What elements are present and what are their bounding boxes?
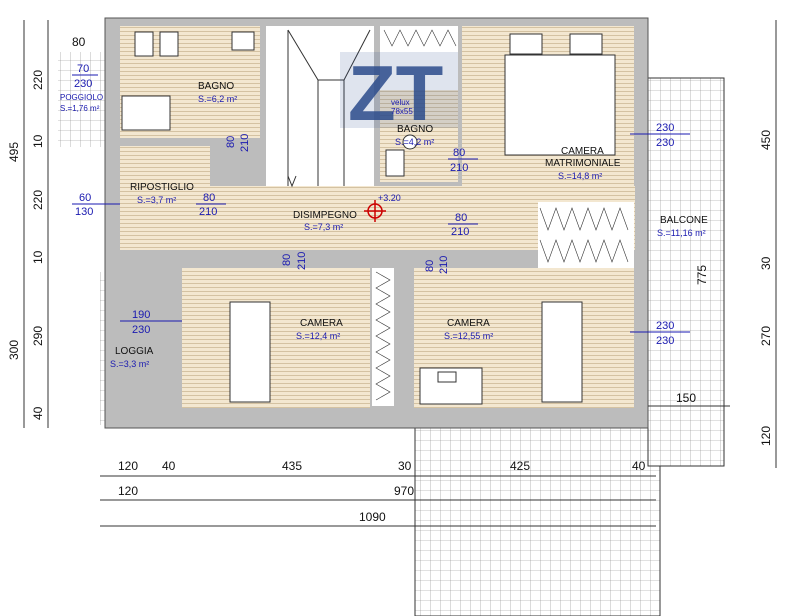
brand-logo-text: ZT [348,49,443,137]
room-camera-right-name: CAMERA [447,318,490,329]
opening-bagno2-w: 80 [453,147,465,159]
room-bagno-name: BAGNO [198,81,234,92]
opening-60-130-h: 130 [75,206,93,218]
dim-left-220a: 220 [31,70,45,90]
room-camera-left-name: CAMERA [300,318,343,329]
opening-cam-l-w: 80 [281,254,293,266]
dim-bottom-30: 30 [398,459,412,473]
dim-right-775: 775 [695,265,709,285]
terrace-tiles [415,422,660,616]
opening-190-230-h: 230 [132,324,150,336]
dim-left-10a: 10 [31,134,45,148]
dim-left-290: 290 [31,326,45,346]
room-matrimoniale-area: S.=14,8 m² [558,171,602,181]
poggiolo-tiles [58,52,110,147]
wardrobe-hatch [375,29,629,401]
dim-right-450: 450 [759,130,773,150]
dim-bottom-40a: 40 [162,459,176,473]
room-disimpegno-name: DISIMPEGNO [293,210,357,221]
room-ripostiglio-name: RIPOSTIGLIO [130,182,194,193]
opening-dis-h: 210 [451,226,469,238]
room-bagno2-name: BAGNO [397,124,433,135]
opening-bagno2-h: 210 [450,162,468,174]
opening-labels: 70 230 80 210 80 210 230 230 60 130 80 2… [72,63,690,347]
wardrobe-left [372,268,394,406]
level-marker-text: +3.20 [378,193,401,203]
level-marker: +3.20 [364,193,401,222]
opening-cam-r-h: 210 [438,256,450,274]
dim-left-10b: 10 [31,250,45,264]
dim-left-220b: 220 [31,190,45,210]
velux-name: velux [391,98,410,107]
dim-bottom-1090: 1090 [359,510,386,524]
room-balcone-area: S.=11,16 m² [657,228,706,238]
opening-cam-l-h: 210 [296,252,308,270]
opening-matr-w: 230 [656,122,674,134]
dim-150: 150 [676,391,696,405]
balcone-tiles [648,78,724,466]
room-camera-right-area: S.=12,55 m² [444,331,493,341]
room-matrimoniale-name2: MATRIMONIALE [545,158,621,169]
dim-bottom-120b: 120 [118,484,138,498]
wardrobe-corridor [538,202,634,268]
dim-right-120: 120 [759,426,773,446]
dim-bottom-40b: 40 [632,459,646,473]
dims-bottom: 120 40 435 30 425 40 120 970 1090 [100,459,656,527]
room-balcone-name: BALCONE [660,215,708,226]
room-bagno-area: S.=6,2 m² [198,94,237,104]
dims-right: 450 30 270 120 775 150 [648,20,777,468]
opening-bagno-w: 80 [225,136,237,148]
opening-70-230-h: 230 [74,78,92,90]
brand-logo: ZT [340,49,458,137]
opening-bagno-h: 210 [239,134,251,152]
ripostiglio-floor [120,146,210,250]
room-bagno2-area: S.=4,2 m² [395,137,434,147]
dim-bottom-435: 435 [282,459,302,473]
dim-top-left-80: 80 [72,35,86,49]
velux-size: 78x55 [391,107,413,116]
opening-matr-h: 230 [656,137,674,149]
room-matrimoniale-name1: CAMERA [561,146,604,157]
opening-70-230-w: 70 [77,63,89,75]
furniture [121,31,616,405]
room-ripostiglio-area: S.=3,7 m² [137,195,176,205]
stairs [287,29,371,188]
room-poggiolo-name: POGGIOLO [60,93,103,102]
opening-cam-230-w: 230 [656,320,674,332]
dim-left-495: 495 [7,142,21,162]
opening-cam-r-w: 80 [424,260,436,272]
opening-dis-w: 80 [455,212,467,224]
stair-floor [266,26,374,186]
dim-bottom-970: 970 [394,484,414,498]
dim-right-270: 270 [759,326,773,346]
opening-190-230-w: 190 [132,309,150,321]
dim-left-40: 40 [31,406,45,420]
dim-left-300: 300 [7,340,21,360]
opening-cam-230-h: 230 [656,335,674,347]
dim-bottom-120a: 120 [118,459,138,473]
opening-rip-h: 210 [199,206,217,218]
room-disimpegno-area: S.=7,3 m² [304,222,343,232]
camera-left-floor [182,268,370,408]
dim-right-30: 30 [759,256,773,270]
opening-60-130-w: 60 [79,192,91,204]
room-loggia-area: S.=3,3 m² [110,359,149,369]
room-camera-left-area: S.=12,4 m² [296,331,340,341]
room-poggiolo-area: S.=1,76 m² [60,104,100,113]
room-loggia-name: LOGGIA [115,346,154,357]
opening-rip-w: 80 [203,192,215,204]
dim-bottom-425: 425 [510,459,530,473]
dims-left: 495 220 10 220 10 300 290 40 80 [7,20,86,428]
